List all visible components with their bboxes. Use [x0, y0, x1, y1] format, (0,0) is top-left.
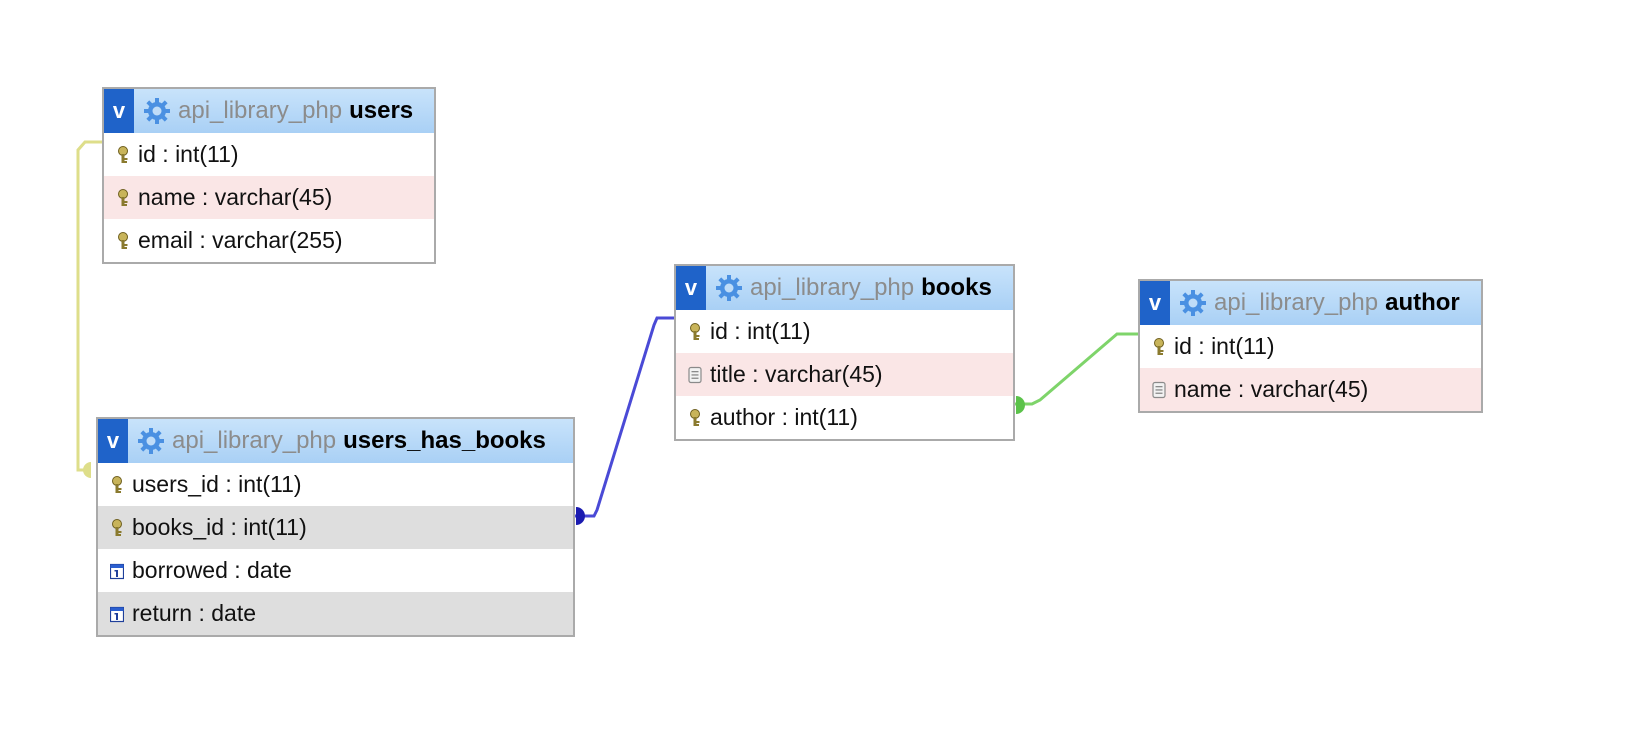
date-icon — [110, 563, 124, 579]
column-row-name[interactable]: name : varchar(45) — [104, 176, 434, 219]
database-name: api_library_php — [172, 427, 337, 454]
table-name: users — [349, 97, 414, 124]
gear-icon[interactable] — [714, 273, 744, 303]
column-label: id : int(11) — [1174, 333, 1275, 359]
column-row-email[interactable]: email : varchar(255) — [104, 219, 434, 262]
column-row-id[interactable]: id : int(11) — [1140, 325, 1481, 368]
column-row-author[interactable]: author : int(11) — [676, 396, 1013, 439]
column-row-return[interactable]: return : date — [98, 592, 573, 635]
key-icon — [118, 231, 128, 249]
column-label: return : date — [132, 600, 257, 626]
key-icon — [1154, 337, 1164, 355]
relation-end-marker — [576, 507, 585, 525]
column-label: name : varchar(45) — [138, 184, 333, 210]
key-icon — [112, 518, 122, 536]
table-name: author — [1385, 289, 1460, 316]
table-users[interactable]: v api_library_php users id : int(11) nam… — [102, 87, 436, 264]
column-label: title : varchar(45) — [710, 361, 883, 387]
column-row-title[interactable]: title : varchar(45) — [676, 353, 1013, 396]
gear-icon[interactable] — [142, 96, 172, 126]
column-row-name[interactable]: name : varchar(45) — [1140, 368, 1481, 411]
table-books[interactable]: v api_library_php books id : int(11) tit… — [674, 264, 1015, 441]
date-icon — [110, 606, 124, 622]
gear-icon[interactable] — [1178, 288, 1208, 318]
column-row-users-id[interactable]: users_id : int(11) — [98, 463, 573, 506]
toggle-table-button[interactable]: v — [104, 89, 134, 133]
table-header[interactable]: v api_library_php author — [1140, 281, 1481, 325]
toggle-table-button[interactable]: v — [1140, 281, 1170, 325]
column-row-books-id[interactable]: books_id : int(11) — [98, 506, 573, 549]
key-icon — [112, 475, 122, 493]
database-name: api_library_php — [178, 97, 343, 124]
relation-end-marker — [83, 462, 91, 478]
key-icon — [690, 408, 700, 426]
text-field-icon — [688, 366, 702, 383]
key-icon — [690, 322, 700, 340]
text-field-icon — [1152, 381, 1166, 398]
column-label: email : varchar(255) — [138, 227, 343, 253]
column-label: id : int(11) — [138, 141, 239, 167]
key-icon — [118, 188, 128, 206]
table-name: books — [921, 274, 992, 301]
column-row-id[interactable]: id : int(11) — [104, 133, 434, 176]
column-label: books_id : int(11) — [132, 514, 307, 540]
relation-books-users-has-books[interactable] — [574, 316, 676, 525]
toggle-table-button[interactable]: v — [98, 419, 128, 463]
table-name: users_has_books — [343, 427, 546, 454]
table-users-has-books[interactable]: v api_library_php users_has_books users_… — [96, 417, 575, 637]
table-author[interactable]: v api_library_php author id : int(11) na… — [1138, 279, 1483, 413]
column-label: users_id : int(11) — [132, 471, 302, 497]
table-header[interactable]: v api_library_php users_has_books — [98, 419, 573, 463]
table-header[interactable]: v api_library_php books — [676, 266, 1013, 310]
column-label: name : varchar(45) — [1174, 376, 1369, 402]
relation-author-books[interactable] — [1014, 332, 1139, 414]
relation-users-users-has-books[interactable] — [76, 140, 103, 478]
database-name: api_library_php — [750, 274, 915, 301]
column-label: id : int(11) — [710, 318, 811, 344]
column-row-borrowed[interactable]: borrowed : date — [98, 549, 573, 592]
relation-end-marker — [1016, 396, 1025, 414]
database-name: api_library_php — [1214, 289, 1379, 316]
key-icon — [118, 145, 128, 163]
column-row-id[interactable]: id : int(11) — [676, 310, 1013, 353]
table-header[interactable]: v api_library_php users — [104, 89, 434, 133]
column-label: author : int(11) — [710, 404, 858, 430]
gear-icon[interactable] — [136, 426, 166, 456]
column-label: borrowed : date — [132, 557, 292, 583]
toggle-table-button[interactable]: v — [676, 266, 706, 310]
